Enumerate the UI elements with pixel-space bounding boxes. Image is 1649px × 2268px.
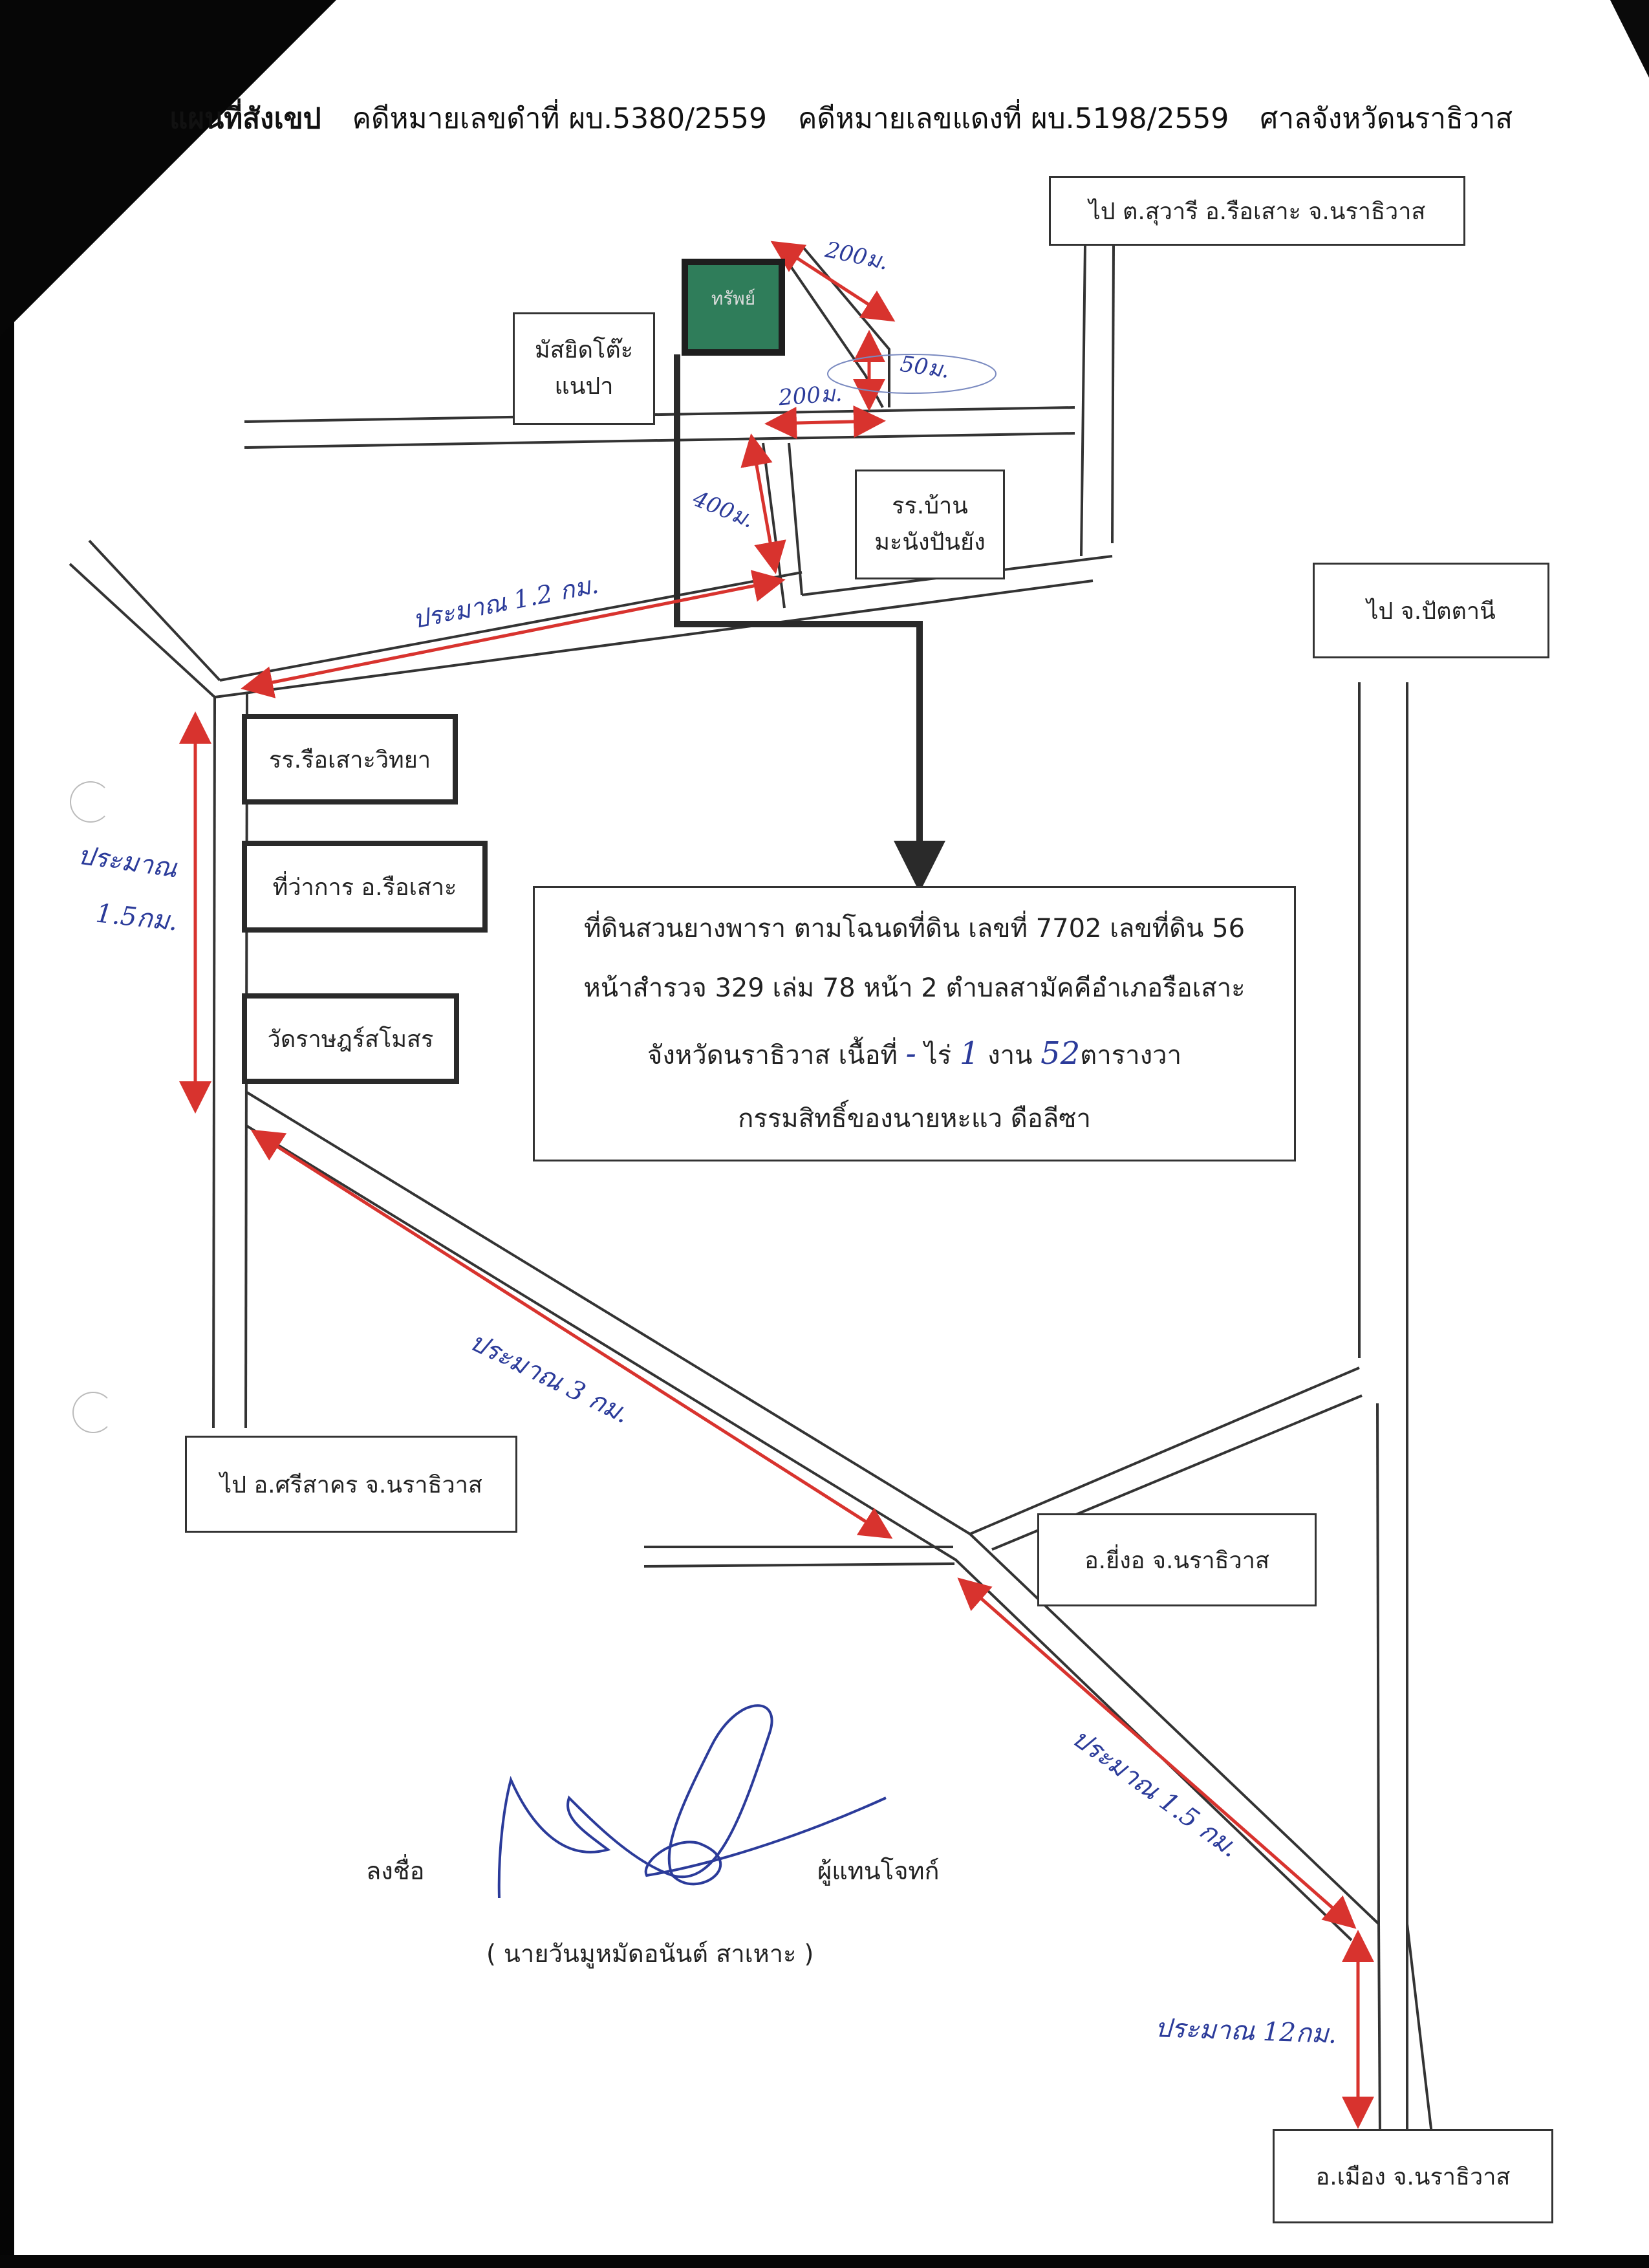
deed-description-box: ที่ดินสวนยางพารา ตามโฉนดที่ดิน เลขที่ 77… bbox=[533, 886, 1296, 1161]
signature-label: ลงชื่อ bbox=[366, 1857, 425, 1885]
distance-label-200m: 200ม. bbox=[777, 380, 843, 411]
pointer-property-to-deed bbox=[674, 354, 945, 892]
landmark-school-rueso: รร.รือเสาะวิทยา bbox=[242, 714, 458, 805]
signature-role: ผู้แทนโจทก์ bbox=[817, 1857, 940, 1885]
deed-ngan-label: งาน bbox=[987, 1040, 1033, 1070]
road-south-left-edge bbox=[1377, 1923, 1381, 2135]
road-top-south-edge bbox=[244, 432, 1075, 449]
road-main-upper-south bbox=[214, 579, 1094, 698]
deed-wa-label: ตารางวา bbox=[1080, 1040, 1182, 1070]
destination-suwari: ไป ต.สุวารี อ.รือเสาะ จ.นราธิวาส bbox=[1049, 176, 1465, 246]
deed-ngan-value: 1 bbox=[959, 1035, 980, 1072]
property-marker: ทรัพย์ bbox=[682, 259, 785, 356]
landmark-school-ban: รร.บ้าน มะนังปันยัง bbox=[855, 470, 1005, 579]
deed-line-4: กรรมสิทธิ์ของนายหะแว ดือลีซา bbox=[738, 1104, 1091, 1134]
arrow-3km bbox=[250, 1129, 893, 1539]
arrow-200m-diagonal bbox=[770, 241, 896, 322]
deed-wa-value: 52 bbox=[1040, 1035, 1081, 1072]
road-top-north-edge bbox=[244, 406, 1075, 423]
landmark-temple: วัดราษฎร์สโมสร bbox=[242, 993, 459, 1084]
map-title: แผนที่สังเขป bbox=[169, 102, 321, 135]
mosque-name-line1: มัสยิดโต๊ะ bbox=[534, 337, 634, 364]
road-suwari-west-edge bbox=[1080, 244, 1086, 557]
arrow-1-2km bbox=[241, 570, 786, 698]
destination-mueang: อ.เมือง จ.นราธิวาส bbox=[1273, 2129, 1553, 2223]
distance-label-50m: 50ม. bbox=[898, 351, 951, 384]
signature-stroke bbox=[497, 1704, 887, 1899]
road-south-right-edge bbox=[1406, 1923, 1433, 2135]
arrow-200m-horizontal bbox=[764, 405, 886, 440]
punch-hole-bottom bbox=[72, 1392, 114, 1433]
destination-srisakhon: ไป อ.ศรีสาคร จ.นราธิวาส bbox=[185, 1436, 517, 1533]
road-northwest-inner bbox=[88, 539, 221, 682]
distance-label-12km: ประมาณ 12กม. bbox=[1154, 2013, 1337, 2049]
arrow-400m-vertical bbox=[740, 433, 786, 574]
court-name: ศาลจังหวัดนราธิวาส bbox=[1260, 102, 1513, 135]
deed-line-2: หน้าสำรวจ 329 เล่ม 78 หน้า 2 ตำบลสามัคคี… bbox=[583, 973, 1245, 1003]
scan-border-left bbox=[0, 0, 14, 2268]
landmark-mosque: มัสยิดโต๊ะ แนปา bbox=[513, 312, 655, 425]
distance-oval bbox=[827, 354, 997, 394]
school-ban-line1: รร.บ้าน bbox=[892, 493, 968, 520]
punch-hole-top bbox=[70, 781, 111, 823]
deed-line-3: จังหวัดนราธิวาส เนื้อที่ - ไร่ 1 งาน 52ต… bbox=[647, 1018, 1181, 1089]
school-ban-line2: มะนังปันยัง bbox=[874, 529, 986, 556]
mosque-name-line2: แนปา bbox=[554, 373, 614, 400]
deed-area-label: เนื้อที่ bbox=[838, 1040, 898, 1070]
destination-pattani: ไป จ.ปัตตานี bbox=[1313, 563, 1549, 658]
signatory-name: ( นายวันมูหมัดอนันต์ สาเหาะ ) bbox=[486, 1939, 814, 1968]
road-northwest-outer bbox=[69, 563, 216, 698]
road-west-left-edge bbox=[212, 697, 216, 1429]
deed-line-1: ที่ดินสวนยางพารา ตามโฉนดที่ดิน เลขที่ 77… bbox=[583, 913, 1245, 944]
distance-label-1-5km-west-line2: 1.5กม. bbox=[94, 898, 179, 937]
deed-rai-value: - bbox=[905, 1035, 916, 1072]
scan-corner-top-right bbox=[1610, 0, 1649, 78]
red-case-number: คดีหมายเลขแดงที่ ผบ.5198/2559 bbox=[797, 102, 1229, 135]
lane-south-east bbox=[788, 442, 803, 596]
black-case-number: คดีหมายเลขดำที่ ผบ.5380/2559 bbox=[352, 102, 767, 135]
map-header: แผนที่สังเขป คดีหมายเลขดำที่ ผบ.5380/255… bbox=[169, 96, 1535, 141]
road-east-lower-left bbox=[1376, 1403, 1380, 1925]
landmark-district-office: ที่ว่าการ อ.รือเสาะ bbox=[242, 841, 488, 933]
deed-rai-label: ไร่ bbox=[924, 1040, 952, 1070]
scan-border-bottom bbox=[0, 2255, 1649, 2268]
arrow-1-5km-southeast bbox=[957, 1577, 1357, 1929]
road-yingo-south bbox=[643, 1562, 955, 1568]
deed-province: จังหวัดนราธิวาส bbox=[647, 1040, 830, 1070]
destination-yingo: อ.ยี่งอ จ.นราธิวาส bbox=[1037, 1513, 1317, 1606]
distance-arrows bbox=[179, 241, 1374, 2129]
scan-corner-top-left bbox=[0, 0, 336, 336]
road-suwari-east-edge bbox=[1111, 244, 1115, 544]
road-ne-branch-north bbox=[969, 1366, 1360, 1535]
